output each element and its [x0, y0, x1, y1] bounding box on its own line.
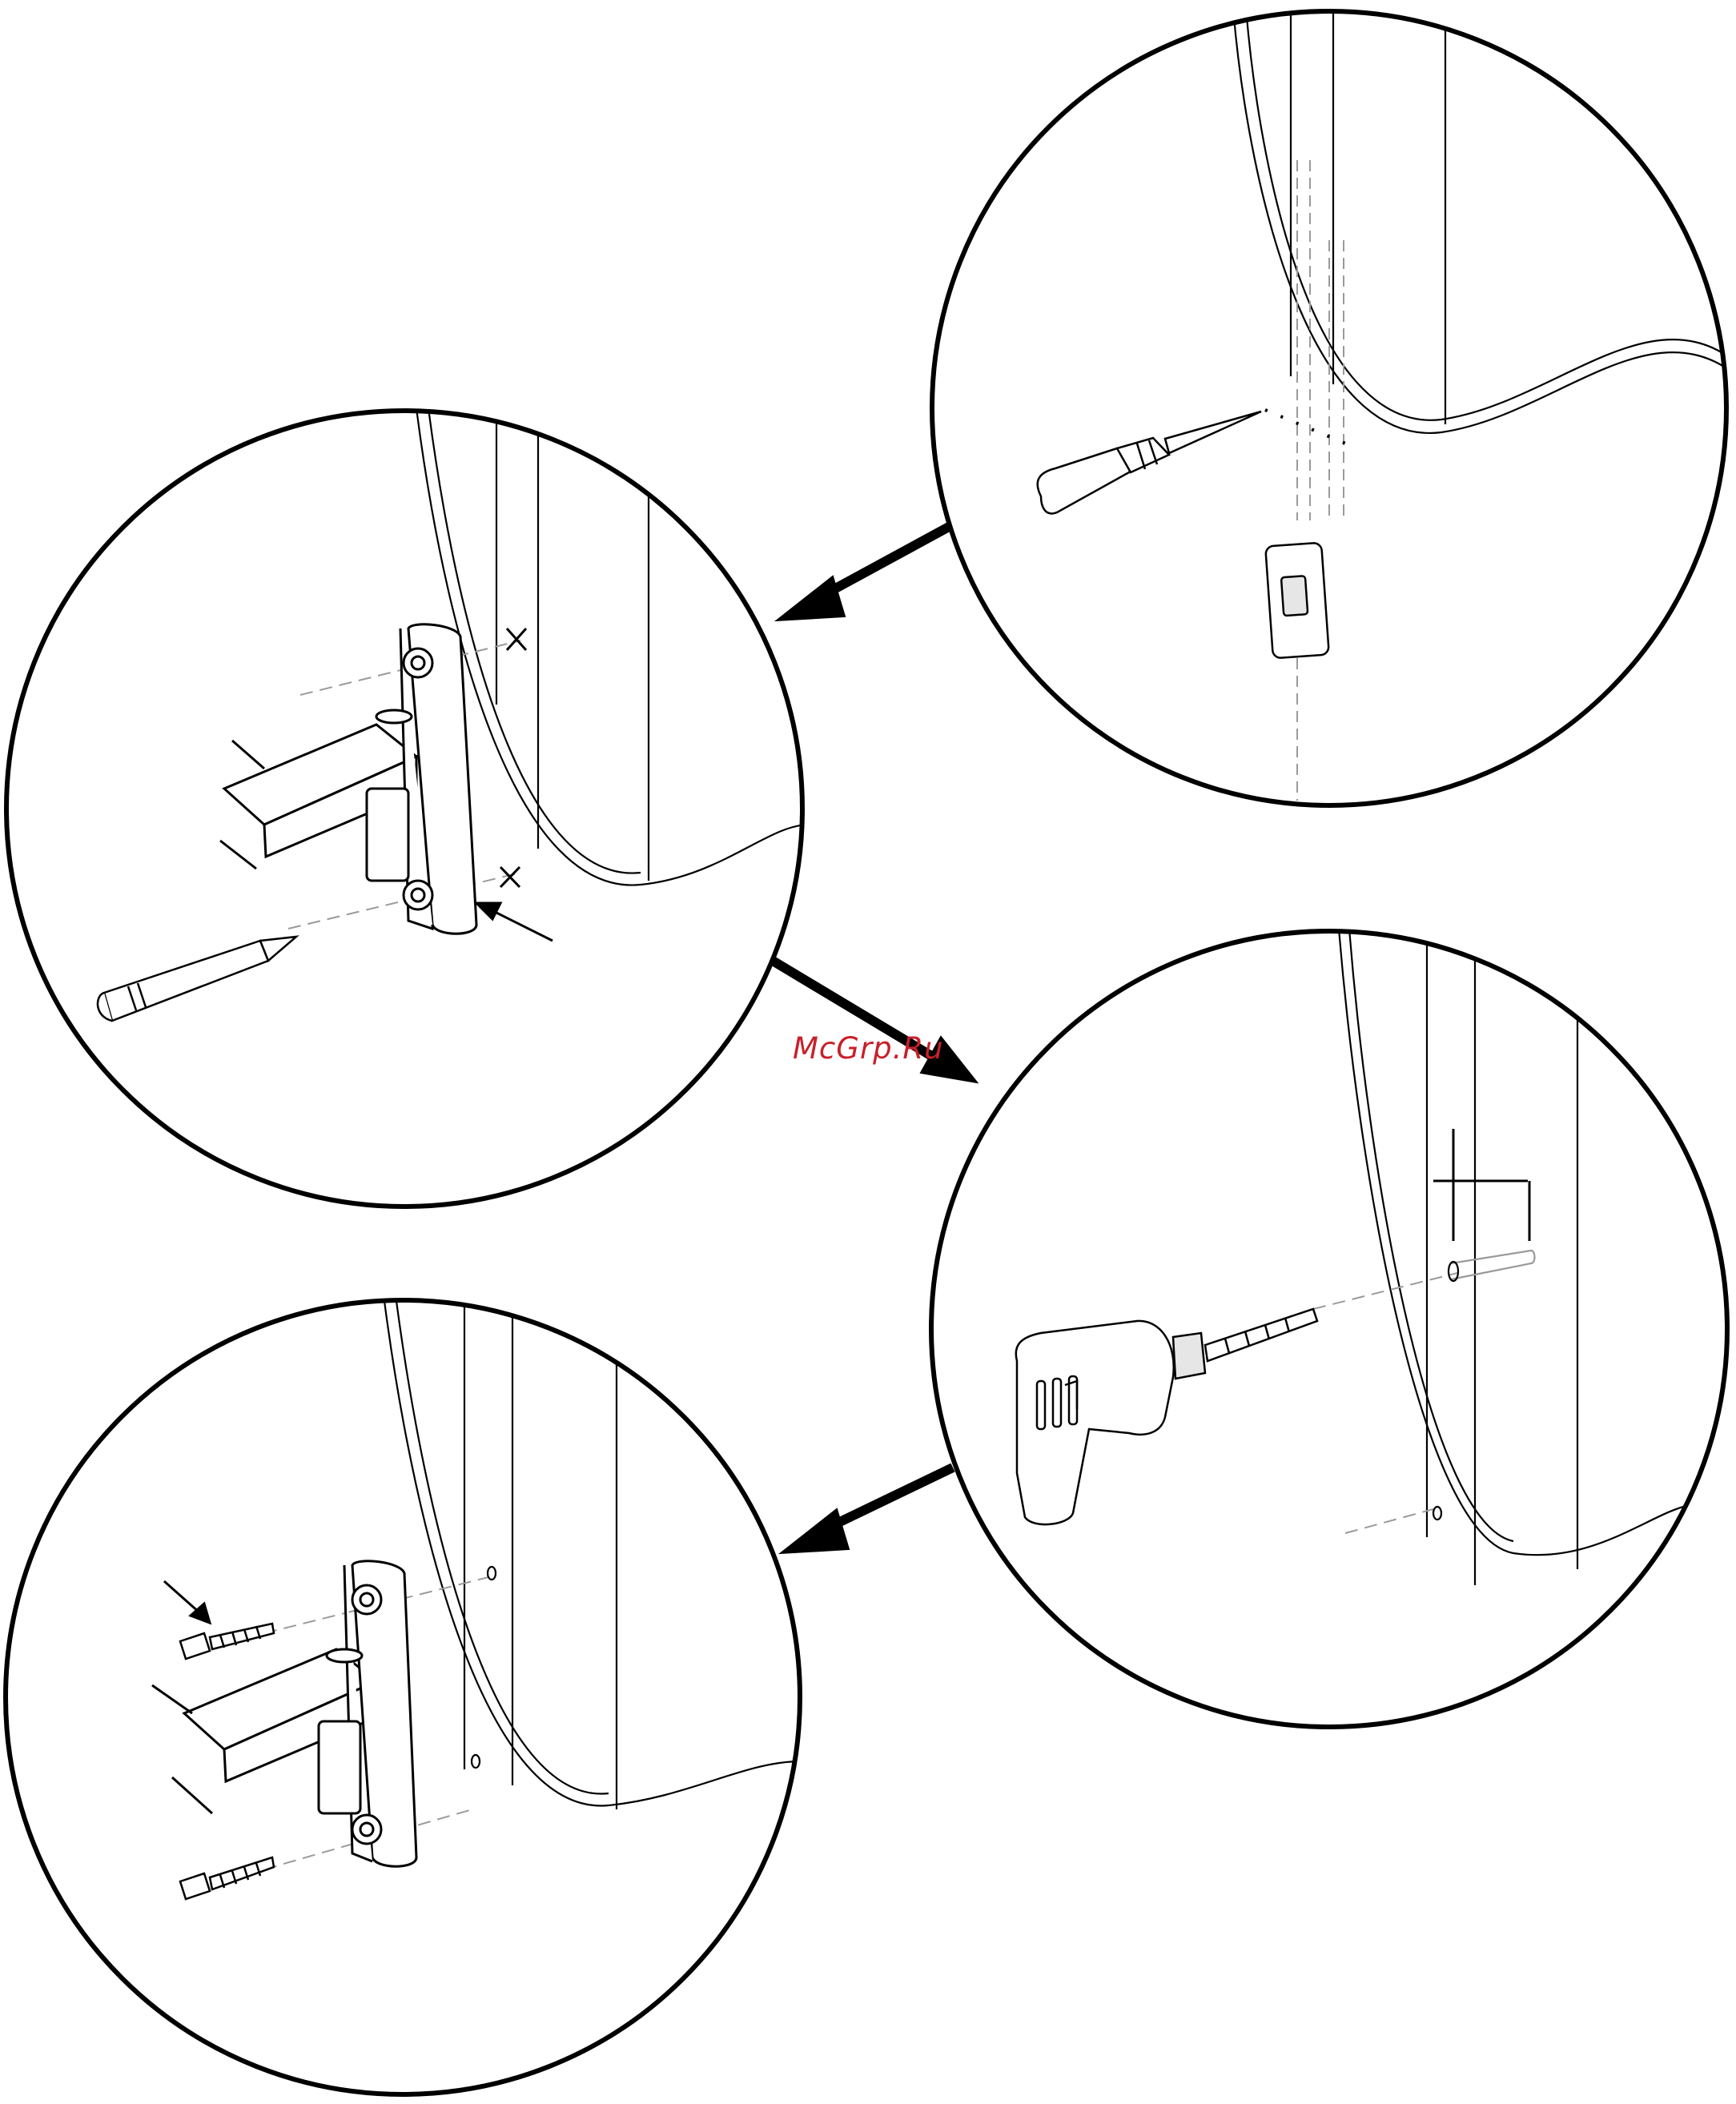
drilled-hole-icon: [1433, 1507, 1441, 1520]
step-1-panel: [932, 0, 1736, 805]
awl-icon: [1038, 412, 1261, 513]
pointer-arrow-icon: [476, 903, 553, 941]
step-arrow-3-to-4: [781, 1468, 953, 1553]
pointer-arrow-icon: [164, 1581, 210, 1623]
screw-icon: [180, 1857, 274, 1899]
watermark-text: McGrp.Ru: [793, 1031, 944, 1066]
step-3-panel: [931, 929, 1727, 1727]
step-2-panel: [6, 408, 809, 1207]
screw-icon: [180, 1624, 274, 1659]
drill-icon: [1016, 1309, 1317, 1524]
pencil-icon: [98, 937, 296, 1021]
step-arrow-1-to-2: [777, 527, 949, 620]
hinge-bracket-icon: [220, 624, 476, 934]
step-4-panel: [6, 1300, 801, 2094]
hinge-pin-socket-icon: [1265, 543, 1329, 659]
